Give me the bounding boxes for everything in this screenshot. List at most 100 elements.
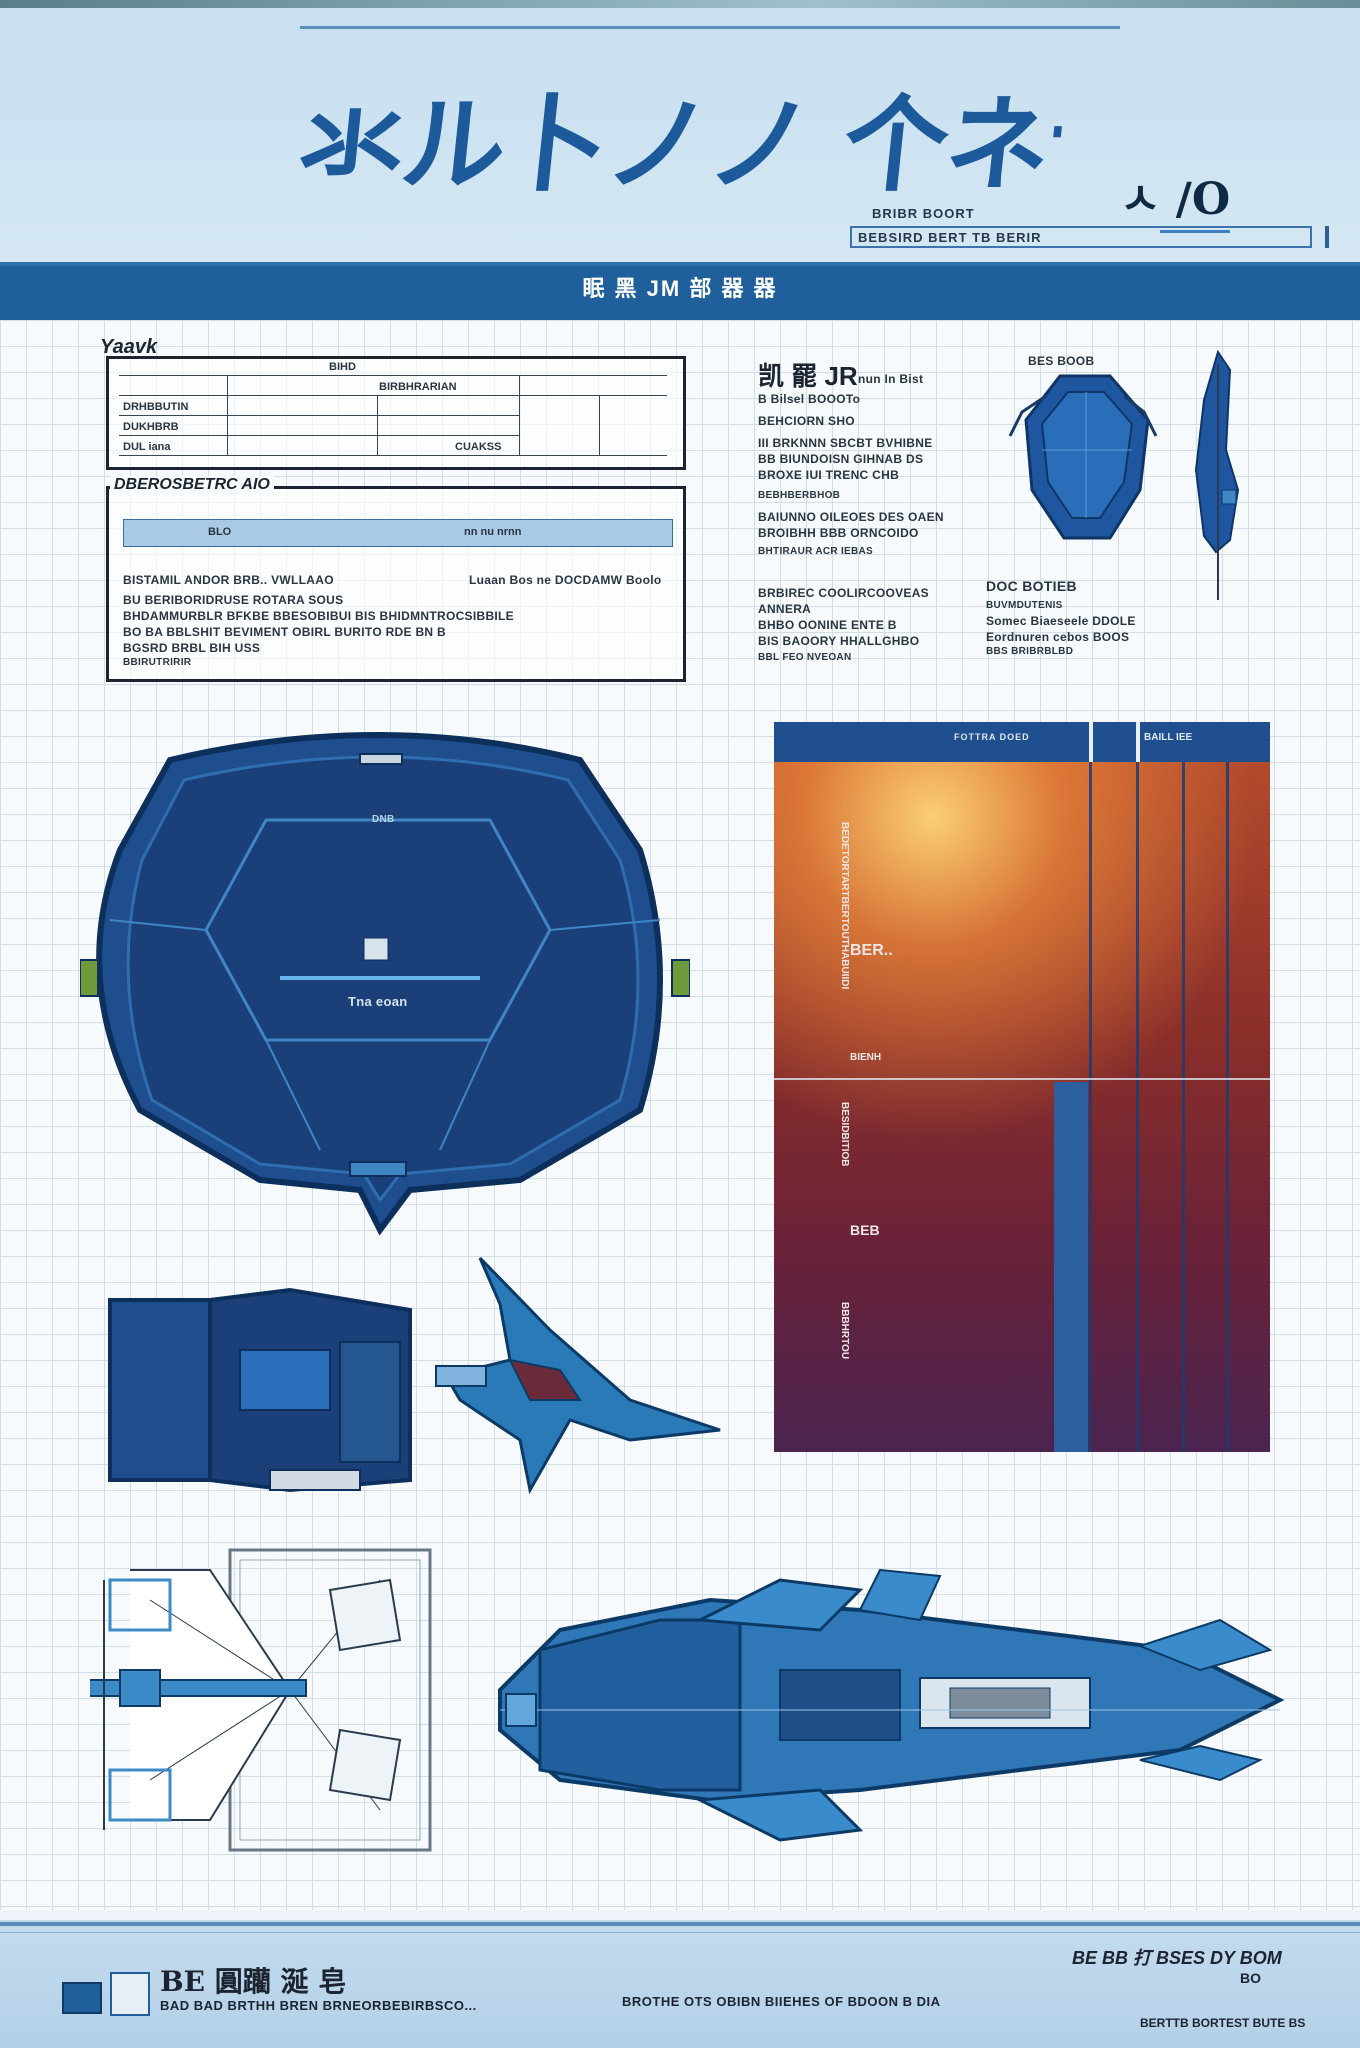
tech-line: BHTIRAUR ACR IEBAS: [758, 546, 874, 557]
table-col-rule: [599, 395, 600, 455]
cutaway-frame-icon: [90, 1548, 432, 1852]
spacecraft-hull-icon: [80, 732, 690, 1236]
photo-side-text: BBBHRTOU: [839, 1302, 850, 1360]
footer-badge: [110, 1972, 150, 2016]
strip-label: BLO: [208, 526, 232, 538]
photo-column-line: [1089, 762, 1092, 1452]
tech-line: BHBO OONINE ENTE B: [758, 618, 897, 632]
side-profile: [480, 1560, 1300, 1860]
photo-header-divider: [1089, 722, 1093, 762]
table-cell: DUL iana: [123, 441, 171, 453]
footer-right-text: BERTTB BORTEST BUTE BS: [1140, 2016, 1306, 2030]
top-rule: [300, 26, 1120, 29]
top-view-line: Eordnuren cebos BOOS: [986, 630, 1130, 644]
photo-side-text: BIENH: [850, 1052, 882, 1063]
hull-label-top: DNB: [372, 814, 395, 825]
top-views: BES BOOB DOC BOTIEB: [960, 340, 1280, 620]
tech-line: ANNERA: [758, 602, 812, 616]
tech-line: BIS BAOORY HHALLGHBO: [758, 634, 920, 648]
table-col-rule: [227, 375, 228, 455]
meta-tick: [1325, 226, 1329, 248]
photo-side-text: BEDETORTARTBERTOUTHABUIIDI: [839, 822, 850, 990]
top-view-line: Somec Biaeseele DDOLE: [986, 614, 1136, 628]
spec-table-a: BIHD BIRBHRARIAN DRHBBUTIN DUKHBRB DUL i…: [106, 356, 686, 470]
footer: [0, 1920, 1360, 2048]
spec-heading-b: DBEROSBETRC AIO: [110, 476, 274, 494]
footer-rule: [0, 1932, 1360, 1933]
small-views: [100, 1250, 740, 1510]
cutaway-view: [90, 1540, 440, 1860]
table-rule: [119, 395, 667, 396]
header-area: [0, 0, 1360, 270]
title-tag-underline: [1160, 230, 1230, 233]
photo-side-text: BESIDBITIOB: [839, 1102, 850, 1167]
top-view-label: DOC BOTIEB: [986, 578, 1077, 594]
page-title: 氺ル卜ノノ 个ネ亍丨: [293, 83, 1067, 206]
section-band: [0, 262, 1360, 324]
tech-line: BB BIUNDOISN GIHNAB DS: [758, 452, 924, 466]
photo-header-divider: [1136, 722, 1140, 762]
photo-image: [774, 762, 1270, 1452]
tech-line: BBL FEO NVEOAN: [758, 652, 852, 663]
tech-line: III BRKNNN SBCBT BVHIBNE: [758, 436, 933, 450]
spec-paragraph: BISTAMIL ANDOR BRB.. VWLLAAO: [123, 573, 334, 587]
fighter-craft-icon: [108, 1256, 721, 1495]
spec-paragraph: BBIRUTRIRIR: [123, 657, 192, 668]
hull-label-mid: Tna eoan: [348, 994, 408, 1009]
photo-header: [774, 722, 1270, 762]
spec-paragraph: BU BERIBORIDRUSE ROTARA SOUS: [123, 593, 344, 607]
footer-right-text: BE BB 打 BSES DY BOM: [1072, 1948, 1282, 1968]
meta-line-2: BEBSIRD BERT TB BERIR: [858, 230, 1042, 245]
table-rule: [119, 415, 519, 416]
tech-sub: B Bilsel BOOOTo: [758, 392, 861, 406]
table-rule: [119, 455, 667, 456]
meta-line-1: BRIBR BOORT: [872, 206, 975, 221]
table-cell: CUAKSS: [455, 441, 502, 453]
spec-paragraph: BGSRD BRBL BIH USS: [123, 641, 261, 655]
footer-right-text: BO: [1240, 1970, 1261, 1986]
footer-center-text: BROTHE OTS OBIBN BIIEHES OF BDOON B DIA: [622, 1994, 941, 2009]
table-rule: [119, 435, 519, 436]
strip-label: nn nu nrnn: [464, 526, 522, 538]
photo-side-text: BER..: [850, 942, 893, 959]
tech-line: BEBHBERBHOB: [758, 490, 841, 501]
table-cell: BIHD: [329, 361, 356, 373]
photo-row-line: [774, 1078, 1270, 1080]
spec-table-b: BLO nn nu nrnn BISTAMIL ANDOR BRB.. VWLL…: [106, 486, 686, 682]
photo-header-label: FOTTRA DOED: [954, 732, 1030, 742]
top-view-line: BBS BRIBRBLBD: [986, 646, 1074, 657]
tech-line: BROIBHH BBB ORNCOIDO: [758, 526, 919, 540]
spec-paragraph: BO BA BBLSHIT BEVIMENT OBIRL BURITO RDE …: [123, 625, 446, 639]
photo-side-text: BEB: [850, 1222, 880, 1238]
table-cell: DRHBBUTIN: [123, 401, 189, 413]
section-band-label: 眠 黑 JM 部 器 器: [582, 276, 778, 301]
footer-title: BE 圓躪 涎 皂: [160, 1965, 347, 1998]
photo-column-line: [1136, 762, 1139, 1452]
spec-strip: BLO nn nu nrnn: [123, 519, 673, 547]
tech-heading: 凯 罷 JR: [758, 361, 858, 391]
photo-column-line: [1226, 762, 1229, 1452]
hero-hull: DNB Tna eoan: [80, 720, 690, 1240]
tech-line: BAIUNNO OILEOES DES OAEN: [758, 510, 944, 524]
tech-sub: BEHCIORN SHO: [758, 414, 855, 428]
pod-icon: [1008, 349, 1240, 600]
photo-panel: FOTTRA DOED BAILL IEE BEDETORTARTBERTOUT…: [774, 722, 1270, 1452]
tech-text-block: 凯 罷 JR nun In Bist B Bilsel BOOOTo BEHCI…: [758, 356, 1008, 666]
footer-badge: [62, 1982, 102, 2014]
tech-line: BROXE IUI TRENC CHB: [758, 468, 900, 482]
table-cell: DUKHBRB: [123, 421, 179, 433]
spec-paragraph: BHDAMMURBLR BFKBE BBESOBIBUI BIS BHIDMNT…: [123, 609, 514, 623]
top-view-label: BES BOOB: [1028, 354, 1095, 368]
footer-rule: [0, 1922, 1360, 1926]
table-col-rule: [519, 375, 520, 455]
top-edge-strip: [0, 0, 1360, 8]
table-rule: [119, 375, 667, 376]
footer-subtitle: BAD BAD BRTHH BREN BRNEORBEBIRBSCO...: [160, 1998, 477, 2013]
table-col-rule: [377, 395, 378, 455]
tech-heading-suffix: nun In Bist: [858, 372, 924, 386]
top-view-line: BUVMDUTENIS: [986, 600, 1063, 611]
spec-heading-a: Yaavk: [100, 336, 158, 358]
table-cell: BIRBHRARIAN: [379, 381, 457, 393]
photo-column-line: [1182, 762, 1185, 1452]
meta-box: [850, 226, 1312, 248]
